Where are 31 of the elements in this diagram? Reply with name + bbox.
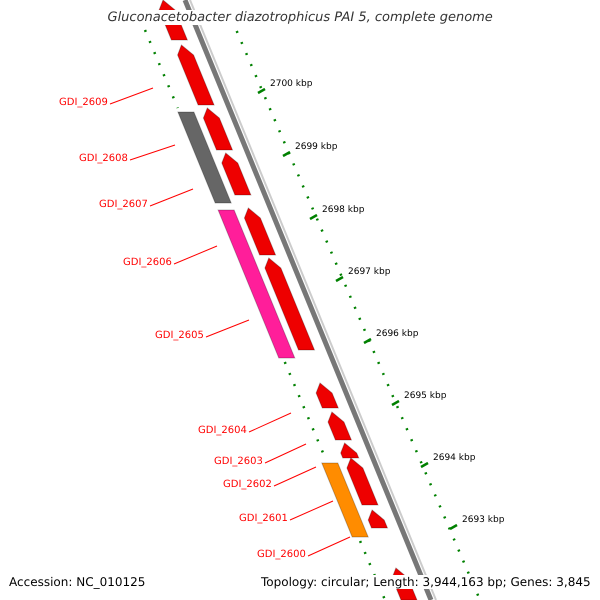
scale-label: 2700 kbp	[270, 79, 312, 89]
gene-label: GDI_2606	[123, 257, 172, 268]
gene-label: GDI_2601	[239, 513, 288, 524]
leader-line	[150, 188, 194, 206]
gene-label: GDI_2605	[155, 330, 204, 341]
leader-line	[130, 144, 176, 160]
scale-label: 2698 kbp	[322, 205, 364, 215]
leader-line	[264, 444, 306, 464]
title: Gluconacetobacter diazotrophicus PAI 5, complete genome	[108, 10, 493, 25]
scale-label: 2699 kbp	[295, 142, 338, 152]
gene-label: GDI_2604	[198, 425, 247, 436]
gene-label: GDI_2609	[59, 97, 108, 108]
topology-text: Topology: circular; Length: 3,944,163 bp; Genes: 3,845	[261, 575, 591, 589]
leader-line	[248, 412, 292, 432]
scale-label: 2693 kbp	[462, 515, 504, 525]
leader-line	[206, 320, 250, 338]
leader-line	[290, 500, 334, 520]
gene-label: GDI_2607	[99, 199, 148, 210]
gene-label: GDI_2600	[257, 549, 306, 560]
leader-line	[274, 466, 316, 486]
leader-line	[174, 246, 218, 264]
leader-line	[308, 536, 350, 556]
accession-text: Accession: NC_010125	[9, 575, 146, 589]
scale-label: 2695 kbp	[404, 391, 446, 401]
scale-label: 2696 kbp	[376, 329, 418, 339]
leader-line	[110, 88, 154, 104]
scale-label: 2694 kbp	[433, 453, 476, 463]
gene-label: GDI_2603	[214, 456, 263, 467]
gene-label: GDI_2602	[223, 479, 272, 490]
scale-label: 2697 kbp	[348, 267, 390, 277]
gene-label: GDI_2608	[79, 153, 128, 164]
